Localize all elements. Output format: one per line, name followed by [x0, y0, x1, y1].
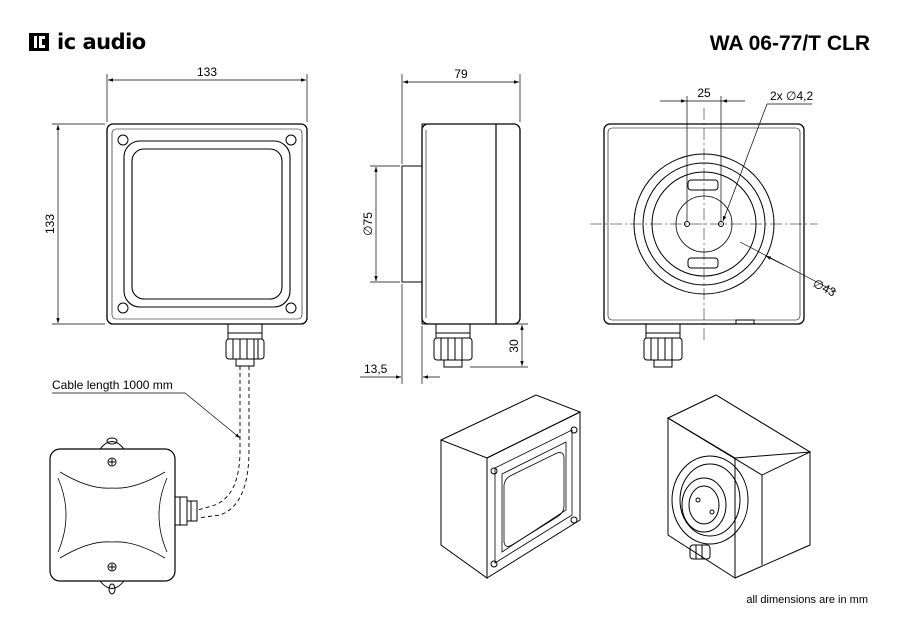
front-dimensions: [52, 74, 308, 325]
gland-offset-label: 13,5: [364, 362, 388, 376]
front-width-label: 133: [197, 65, 217, 79]
front-view: [106, 123, 308, 367]
back-dimensions: [660, 96, 837, 293]
junction-box: [49, 437, 198, 595]
back-view: [590, 108, 818, 368]
dimensions-note: all dimensions are in mm: [746, 594, 868, 606]
holes-label: 2x ∅4,2: [770, 89, 813, 103]
cable-leader: [52, 392, 241, 439]
side-diameter-label: ∅75: [361, 212, 375, 236]
isometric-back-view: [666, 394, 812, 579]
side-view: [401, 123, 521, 368]
cable-length-label: Cable length 1000 mm: [52, 378, 173, 392]
hole-spacing-label: 25: [697, 86, 711, 100]
model-title: WA 06-77/T CLR: [709, 32, 870, 55]
side-depth-label: 79: [454, 67, 468, 81]
gland-height-label: 30: [507, 339, 521, 353]
cable: [197, 366, 250, 519]
side-dimensions: [360, 74, 528, 384]
front-height-label: 133: [43, 214, 57, 234]
brand-logo: ic audio: [28, 30, 146, 54]
brand-logo-mark: [29, 33, 49, 51]
brand-name: ic audio: [57, 30, 146, 54]
back-diameter-label: ∅43: [811, 276, 839, 299]
isometric-front-view: [439, 394, 582, 579]
